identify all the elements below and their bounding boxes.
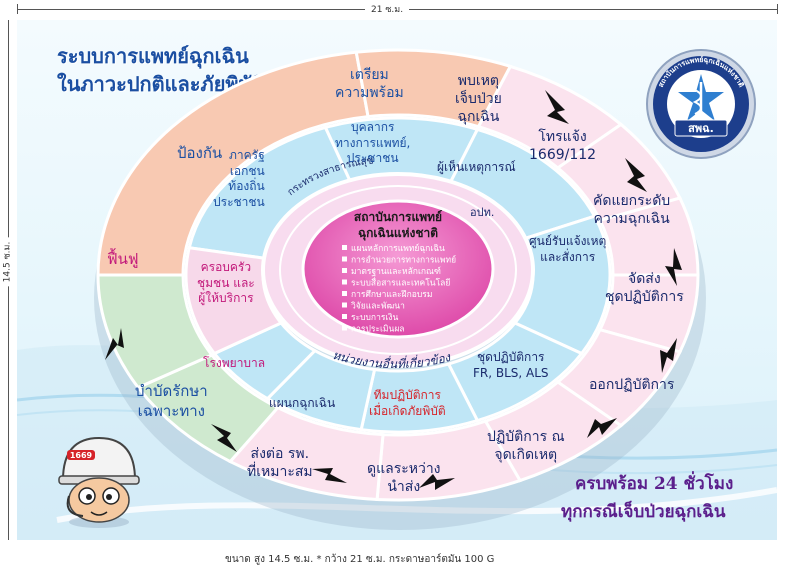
label-handover: ส่งต่อ รพ.ที่เหมาะสม bbox=[247, 446, 313, 481]
paper-spec-footer: ขนาด สูง 14.5 ซ.ม. * กว้าง 21 ซ.ม. กระดา… bbox=[225, 554, 495, 565]
label-specific-treatment: บำบัดรักษาเฉพาะทาง bbox=[135, 382, 208, 420]
middle-ring bbox=[184, 116, 612, 434]
center-title-line2: ฉุกเฉินแห่งชาติ bbox=[358, 226, 438, 241]
width-dimension-tick-right bbox=[777, 4, 778, 14]
arrow-icon bbox=[587, 418, 617, 438]
label-dispatch: จัดส่งชุดปฏิบัติการ bbox=[605, 271, 684, 306]
label-sectors: ภาครัฐเอกชนท้องถิ่นประชาชน bbox=[213, 148, 265, 209]
arrow-icon bbox=[211, 424, 237, 452]
label-er: แผนกฉุกเฉิน bbox=[269, 396, 336, 410]
label-community: ครอบครัวชุมชน และผู้ให้บริการ bbox=[197, 260, 255, 306]
helmet-number: 1669 bbox=[70, 451, 93, 460]
label-medical-staff: บุคลากรทางการแพทย์,ประชาชน bbox=[335, 120, 411, 166]
center-function-item: การอำนวยการทางการแพทย์ bbox=[351, 255, 456, 266]
center-function-item: ระบบสื่อสารและเทคโนโลยี bbox=[351, 277, 450, 289]
center-function-item: การประเมินผล bbox=[351, 325, 405, 335]
middle-segment-community bbox=[184, 246, 284, 356]
width-dimension-tick-left bbox=[17, 4, 18, 14]
bullet-icon bbox=[342, 302, 347, 308]
center-function-item: ระบบการเงิน bbox=[351, 313, 398, 323]
bullet-icon bbox=[342, 314, 347, 319]
center-function-item: วิจัยและพัฒนา bbox=[351, 302, 405, 312]
center-function-item: แผนหลักการแพทย์ฉุกเฉิน bbox=[351, 243, 445, 254]
width-dimension-label: 21 ซ.ม. bbox=[365, 2, 410, 16]
arrow-icon bbox=[665, 248, 682, 286]
label-lao: อปท. bbox=[470, 206, 494, 219]
label-disaster-teams: ทีมปฏิบัติการเมื่อเกิดภัยพิบัติ bbox=[369, 388, 446, 418]
center-function-list: แผนหลักการแพทย์ฉุกเฉินการอำนวยการทางการแ… bbox=[342, 243, 456, 335]
center-title-line1: สถาบันการแพทย์ bbox=[354, 210, 442, 224]
label-command-center: ศูนย์รับแจ้งเหตุและสั่งการ bbox=[529, 234, 607, 264]
poster: ระบบการแพทย์ฉุกเฉิน ในภาวะปกติและภัยพิบั… bbox=[17, 20, 777, 540]
label-witness: ผู้เห็นเหตุการณ์ bbox=[437, 160, 516, 174]
ems-cycle-diagram: กระทรวงสาธารณสุข อปท. หน่วยงานอื่นที่เกี… bbox=[94, 48, 706, 530]
center-function-item: มาตรฐานและหลักเกณฑ์ bbox=[351, 266, 441, 277]
label-rehab: ฟื้นฟู bbox=[107, 250, 139, 268]
label-preparedness: เตรียมความพร้อม bbox=[335, 67, 404, 102]
arrow-icon bbox=[419, 474, 455, 490]
label-triage: คัดแยกระดับความฉุกเฉิน bbox=[593, 193, 671, 228]
helmet-icon bbox=[61, 436, 137, 481]
bullet-icon bbox=[342, 291, 347, 296]
bullet-icon bbox=[342, 325, 347, 331]
arrow-icon bbox=[312, 468, 347, 483]
label-incident: พบเหตุเจ็บป่วยฉุกเฉิน bbox=[455, 73, 502, 126]
outer-segment-rehab bbox=[96, 273, 215, 390]
bullet-icon bbox=[342, 279, 347, 285]
logo-abbreviation: สพฉ. bbox=[688, 122, 714, 135]
bullet-icon bbox=[342, 268, 347, 273]
label-departure: ออกปฏิบัติการ bbox=[589, 377, 675, 393]
main-title-line1: ระบบการแพทย์ฉุกเฉิน bbox=[57, 44, 249, 68]
center-function-item: การศึกษาและฝึกอบรม bbox=[351, 290, 432, 300]
arrow-icon bbox=[545, 90, 569, 124]
center-hub bbox=[301, 199, 495, 339]
label-on-scene: ปฏิบัติการ ณจุดเกิดเหตุ bbox=[487, 429, 565, 464]
bullet-icon bbox=[342, 256, 347, 262]
label-prevention: ป้องกัน bbox=[177, 144, 223, 162]
flow-arrows bbox=[105, 90, 682, 490]
slogan-line1: ครบพร้อม 24 ชั่วโมง bbox=[575, 474, 734, 494]
slogan-line2: ทุกกรณีเจ็บป่วยฉุกเฉิน bbox=[561, 502, 726, 522]
label-hospital: โรงพยาบาล bbox=[203, 356, 266, 370]
arrow-icon bbox=[660, 338, 677, 373]
mascot-rescuer: 1669 bbox=[58, 436, 140, 528]
bullet-icon bbox=[342, 245, 347, 250]
height-dimension-label: 14.5 ซ.ม. bbox=[0, 237, 14, 287]
arrow-icon bbox=[105, 328, 124, 360]
label-transport: ดูแลระหว่างนำส่ง bbox=[367, 461, 441, 496]
outer-ring bbox=[96, 48, 700, 502]
niem-logo: สพฉ. สถาบันการแพทย์ฉุกเฉินแห่งชาติ bbox=[646, 49, 756, 159]
arrow-icon bbox=[625, 158, 647, 192]
